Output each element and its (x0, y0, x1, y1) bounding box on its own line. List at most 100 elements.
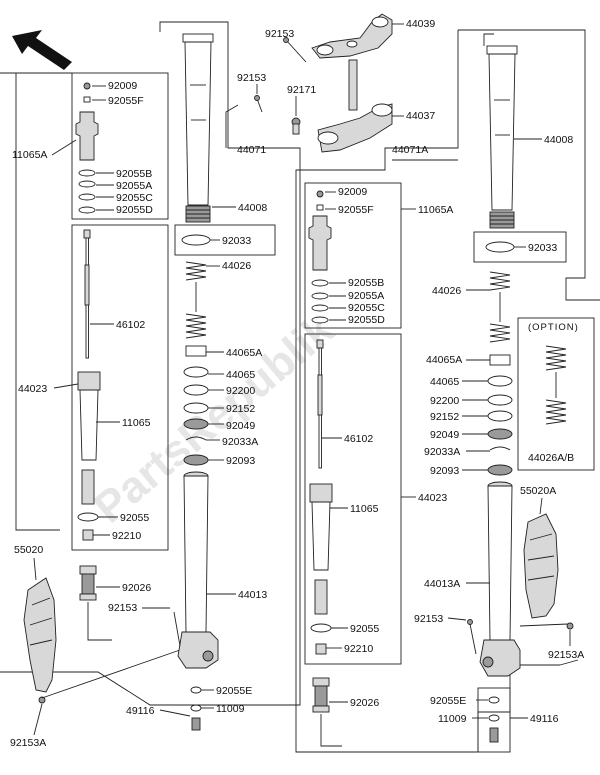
label-92200-right: 92200 (430, 395, 459, 407)
label-44026-right: 44026 (432, 285, 461, 297)
label-92009-left: 92009 (108, 80, 137, 92)
front-arrow-icon (12, 30, 72, 70)
label-44013: 44013 (238, 589, 267, 601)
clamp-bolts (254, 37, 307, 113)
label-92152-left: 92152 (226, 403, 255, 415)
option-box (517, 317, 595, 471)
label-92055f-left: 92055F (108, 95, 144, 107)
label-44039: 44039 (406, 18, 435, 30)
label-92055d-left: 92055D (116, 204, 153, 216)
label-44065a-left: 44065A (226, 347, 262, 359)
label-44013a: 44013A (424, 578, 460, 590)
left-cartridge-cylinder (77, 371, 101, 541)
right-axle-box (477, 687, 511, 753)
right-cartridge-cylinder (309, 483, 333, 655)
label-92093-left: 92093 (226, 455, 255, 467)
right-inner-tube (483, 33, 518, 229)
right-axle-bolt (469, 623, 477, 655)
right-cartridge-group-box (304, 333, 402, 665)
left-bolt-49116 (191, 717, 201, 731)
left-cap-parts (75, 82, 99, 214)
left-oring-92033 (181, 234, 211, 246)
label-92049-right: 92049 (430, 429, 459, 441)
right-base-valve (312, 677, 330, 713)
left-seal-stack (183, 345, 209, 466)
right-washer-11009 (488, 714, 500, 722)
label-44008-left: 44008 (238, 202, 267, 214)
left-base-valve (79, 565, 97, 601)
label-92055f-right: 92055F (338, 204, 374, 216)
left-fork-guard (23, 577, 57, 704)
label-92152-right: 92152 (430, 411, 459, 423)
label-92009-right: 92009 (338, 186, 367, 198)
label-92033-left: 92033 (222, 235, 251, 247)
left-axle-bolt (173, 611, 181, 647)
label-92033a-right: 92033A (424, 446, 460, 458)
right-oring-92055e (488, 696, 500, 704)
label-92055d-right: 92055D (348, 314, 385, 326)
label-11009-left: 11009 (216, 703, 245, 715)
left-cartridge-group-box (71, 224, 169, 551)
label-92055a-right: 92055A (348, 290, 384, 302)
left-damper-rod (83, 229, 91, 359)
label-92026-right: 92026 (350, 697, 379, 709)
left-assembly-outline-left (15, 73, 60, 531)
right-assembly-outline (225, 104, 239, 148)
left-outer-tube (177, 471, 219, 669)
right-assembly-outline-4 (559, 659, 579, 666)
label-92153a-left: 92153A (10, 737, 46, 749)
right-cap-parts (308, 190, 332, 324)
right-fork-guard (523, 513, 574, 630)
left-assembly-outline (0, 21, 301, 706)
label-44037: 44037 (406, 110, 435, 122)
label-11065a-left: 11065A (12, 149, 47, 161)
label-44008-right: 44008 (544, 134, 573, 146)
upper-triple-clamp (311, 13, 393, 59)
label-44071: 44071 (237, 144, 266, 156)
label-11009-right: 11009 (438, 713, 467, 725)
steering-stem-lower-clamp (291, 59, 393, 153)
left-oring-92055e (190, 686, 202, 694)
label-92153a-right: 92153A (548, 649, 584, 661)
label-92055e-left: 92055E (216, 685, 252, 697)
label-44065a-right: 44065A (426, 354, 462, 366)
right-cap-group-box (304, 182, 402, 329)
label-11065-left: 11065 (122, 417, 151, 429)
label-92153-top2: 92153 (237, 72, 266, 84)
label-92055-left: 92055 (120, 512, 149, 524)
left-cap-group-box (71, 72, 169, 220)
label-92033a-left: 92033A (222, 436, 258, 448)
label-92093-right: 92093 (430, 465, 459, 477)
label-92055-right: 92055 (350, 623, 379, 635)
right-damper-rod (316, 339, 324, 469)
right-seal-stack (487, 354, 513, 476)
label-55020a: 55020A (520, 485, 556, 497)
label-46102-right: 46102 (344, 433, 373, 445)
label-44065-left: 44065 (226, 369, 255, 381)
left-oring-box (174, 224, 276, 256)
right-oring-92033 (485, 241, 515, 253)
right-assembly-outline-2 (458, 29, 600, 301)
label-92210-left: 92210 (112, 530, 141, 542)
label-11065-right: 11065 (350, 503, 379, 515)
label-92055c-right: 92055C (348, 302, 385, 314)
label-55020: 55020 (14, 544, 43, 556)
label-92026-left: 92026 (122, 582, 151, 594)
label-92153-top1: 92153 (265, 28, 294, 40)
label-92200-left: 92200 (226, 385, 255, 397)
label-49116-right: 49116 (530, 713, 559, 725)
label-44065-right: 44065 (430, 376, 459, 388)
label-44023-left: 44023 (18, 383, 47, 395)
label-92055e-right: 92055E (430, 695, 466, 707)
label-92210-right: 92210 (344, 643, 373, 655)
label-92049-left: 92049 (226, 420, 255, 432)
label-92153-rightlow: 92153 (414, 613, 443, 625)
option-spring (545, 345, 567, 425)
label-92033-right: 92033 (528, 242, 557, 254)
label-44071a: 44071A (392, 144, 428, 156)
right-bolt-49116 (489, 727, 499, 743)
label-49116-left: 49116 (126, 705, 155, 717)
label-46102-left: 46102 (116, 319, 145, 331)
option-label: (OPTION) (528, 322, 579, 333)
